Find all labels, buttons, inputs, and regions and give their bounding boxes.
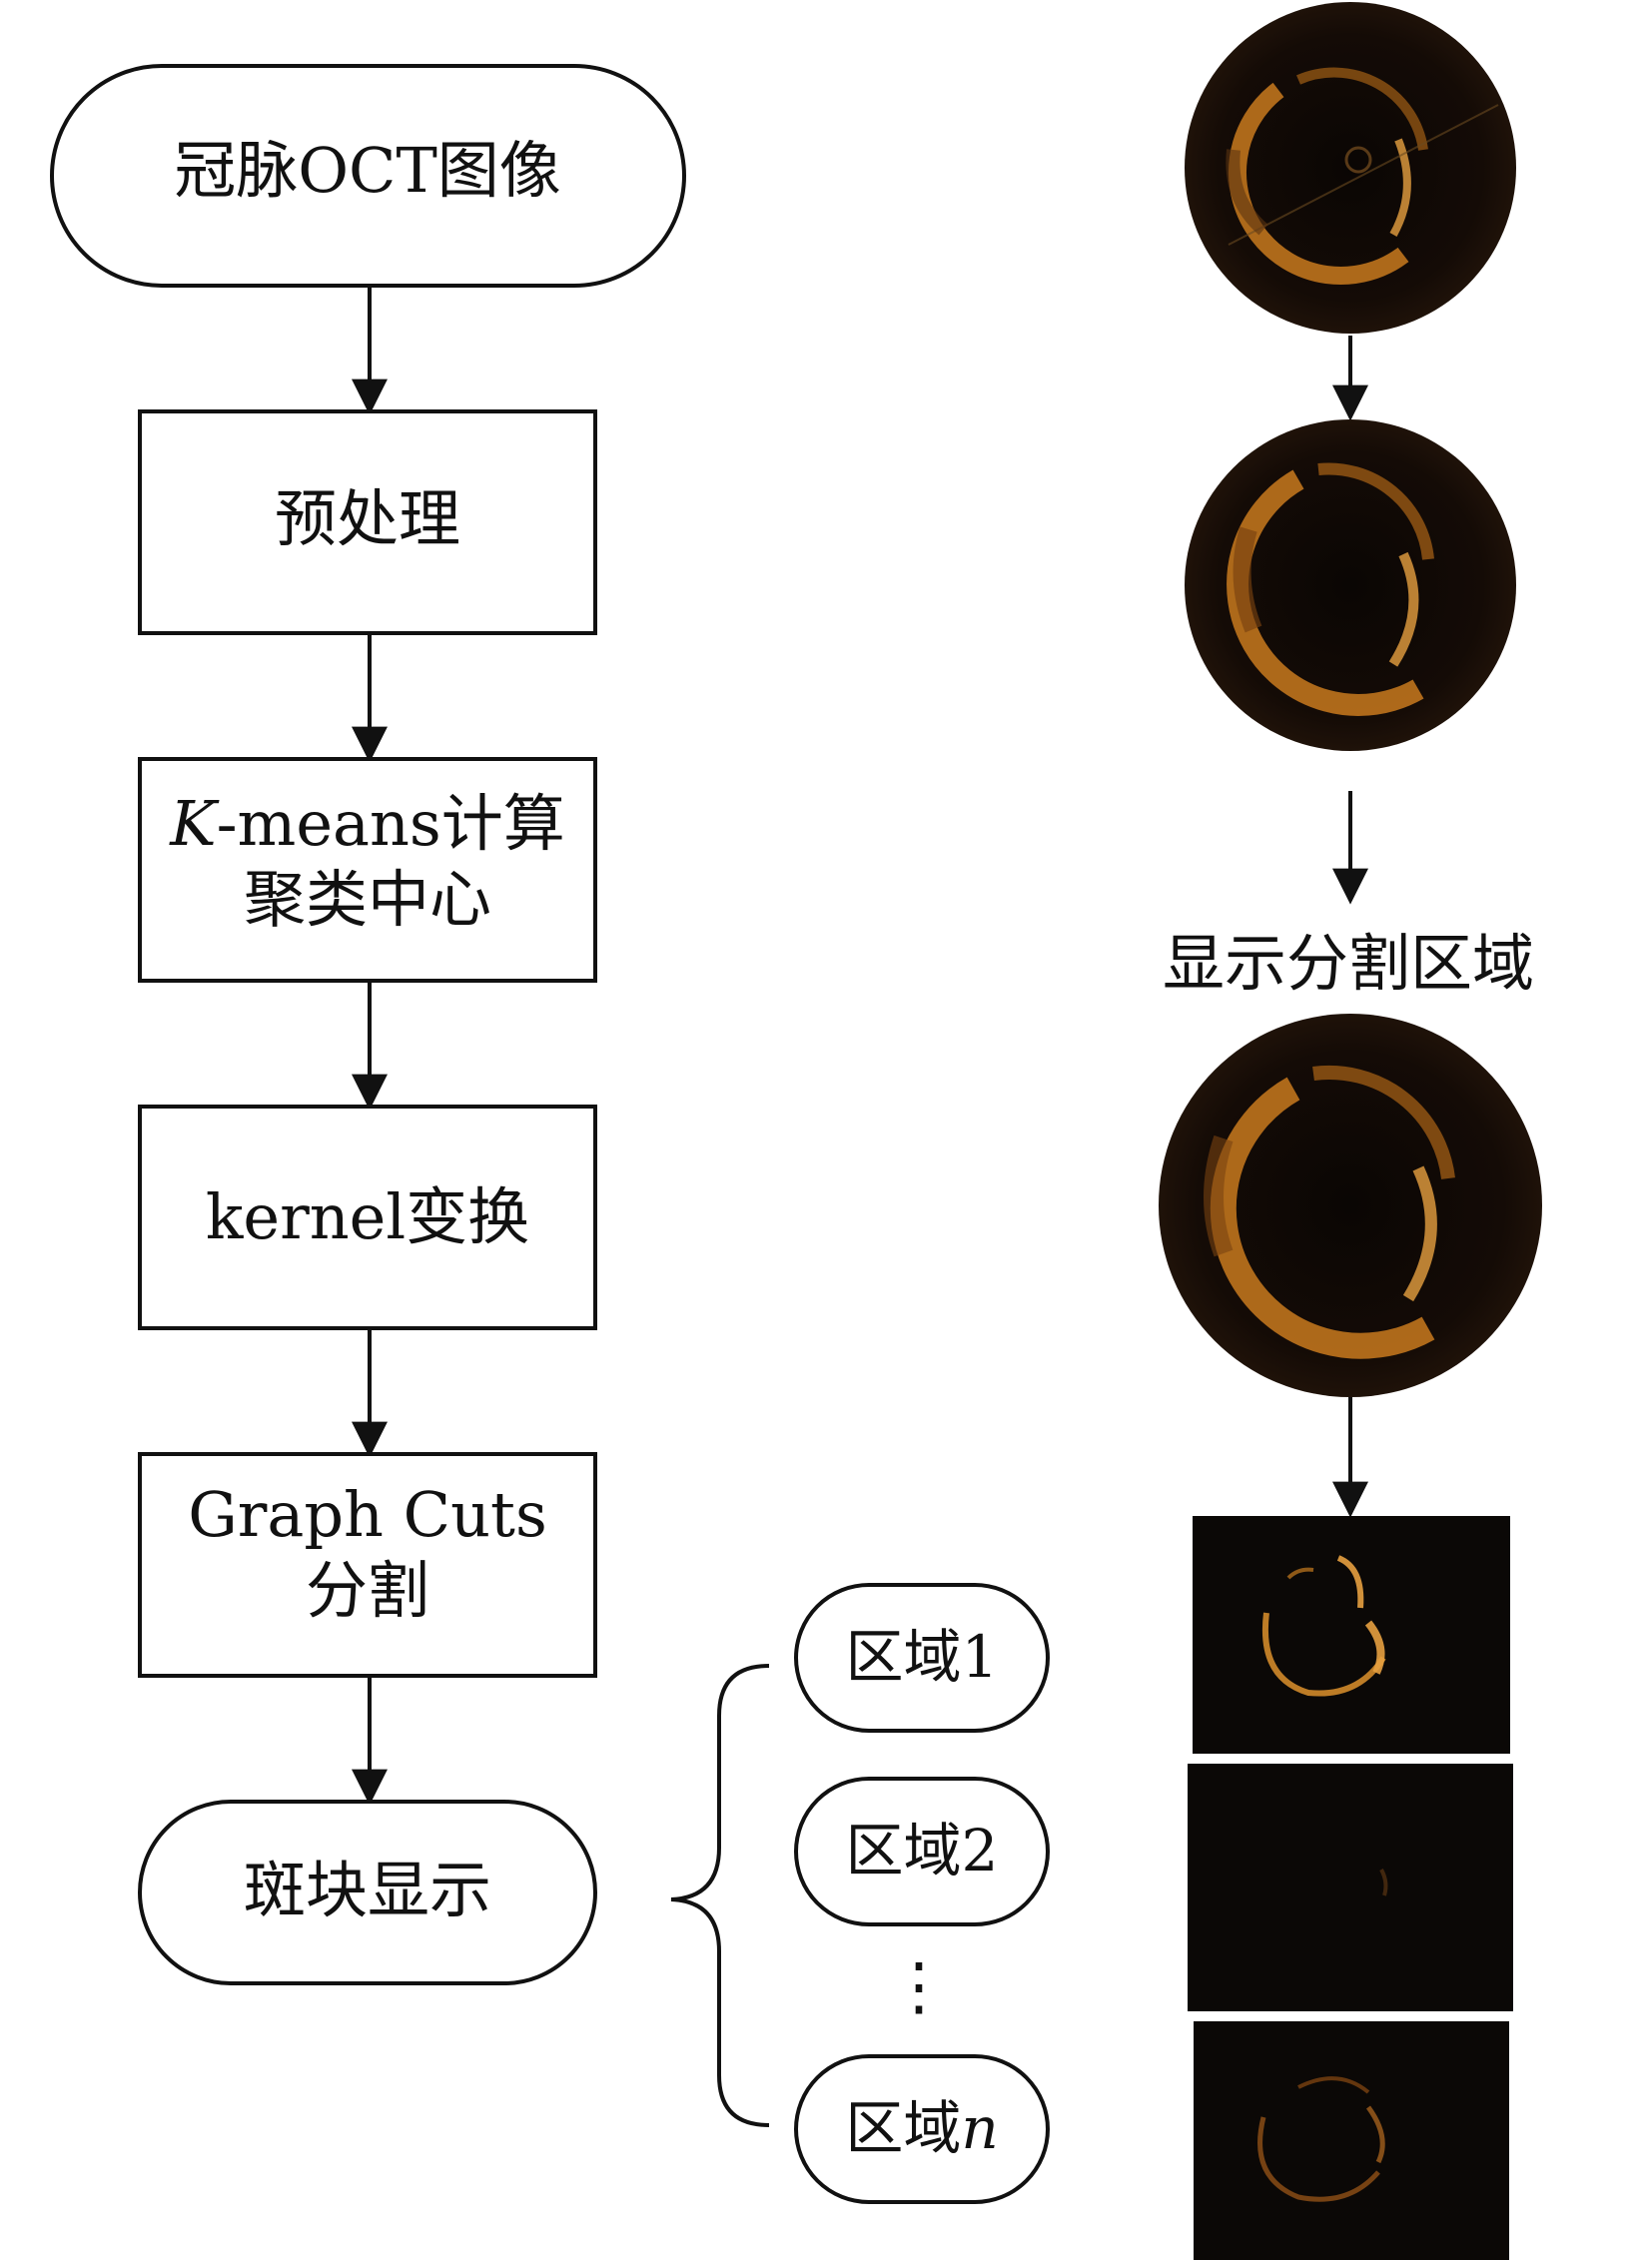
- display-terminal-label: 斑块显示: [244, 1854, 491, 1926]
- kmeans-italic-k: K: [169, 787, 220, 860]
- region-n-terminal: [794, 2054, 1050, 2204]
- oct-preprocessed-image: [1185, 419, 1516, 751]
- region-2-terminal: [794, 1777, 1050, 1926]
- preprocess-box: [138, 409, 597, 635]
- region-brace: [670, 1664, 770, 2127]
- display-terminal: [138, 1800, 597, 1985]
- segmented-region-caption: 显示分割区域: [1163, 927, 1534, 1000]
- segment-panel-3: [1194, 2021, 1509, 2260]
- oct-raw-image: [1185, 2, 1516, 334]
- segment-panel-2: [1188, 1764, 1513, 2011]
- kmeans-label-line2: 聚类中心: [244, 863, 491, 936]
- kernel-box: [138, 1105, 597, 1330]
- region-ellipsis: ⋮: [887, 1950, 951, 2024]
- region-n-label: 区域n: [845, 2094, 998, 2162]
- kmeans-label-line1: K-means计算: [169, 787, 564, 860]
- kernel-label: kernel变换: [206, 1180, 529, 1253]
- region-1-label: 区域1: [846, 1623, 999, 1691]
- graphcuts-box: [138, 1452, 597, 1678]
- preprocess-label: 预处理: [275, 482, 460, 555]
- region-n-italic: n: [961, 2094, 998, 2162]
- region-2-label: 区域2: [846, 1817, 999, 1884]
- oct-kernel-image: [1159, 1014, 1542, 1397]
- region-1-terminal: [794, 1583, 1050, 1733]
- kmeans-line1-rest: -means计算: [217, 787, 565, 860]
- segment-panel-1: [1193, 1516, 1510, 1754]
- graphcuts-label-line2: 分割: [306, 1554, 429, 1627]
- region-n-prefix: 区域: [845, 2094, 961, 2162]
- graphcuts-label-line1: Graph Cuts: [188, 1478, 547, 1551]
- start-terminal-label: 冠脉OCT图像: [174, 134, 561, 207]
